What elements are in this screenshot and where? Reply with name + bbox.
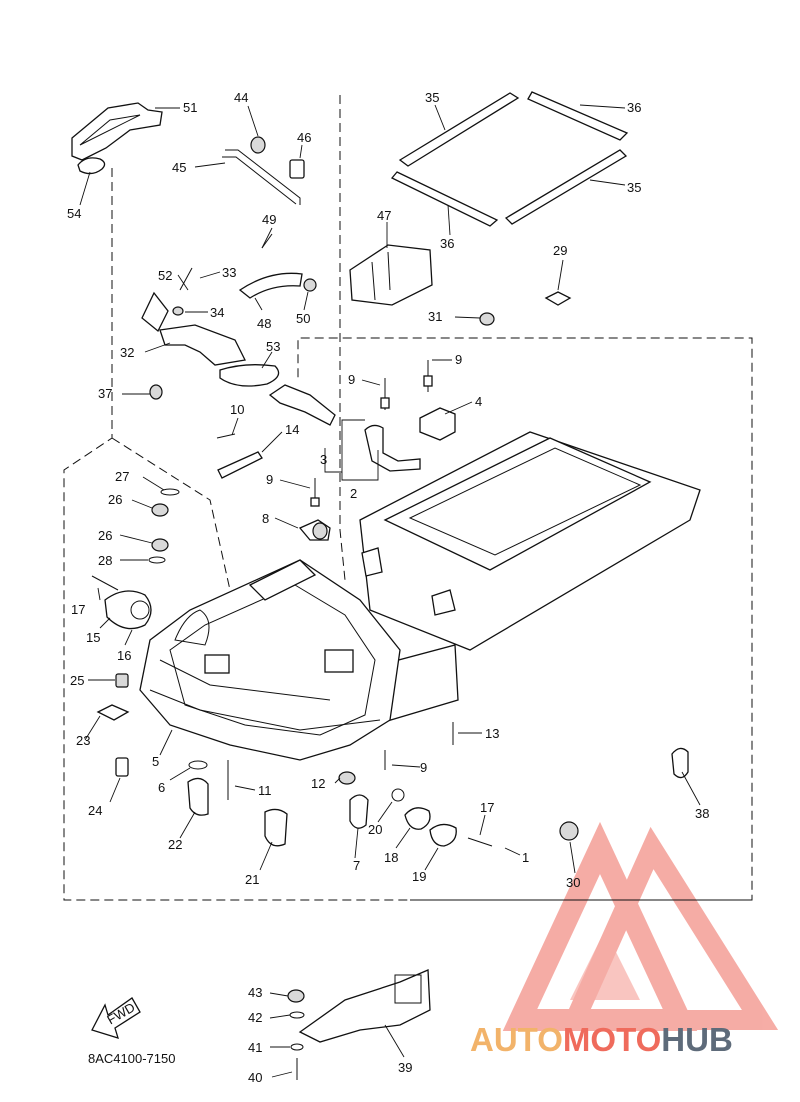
callout-26-b: 26 [98, 528, 112, 543]
callout-6: 6 [158, 780, 165, 795]
callout-45: 45 [172, 160, 186, 175]
callout-10: 10 [230, 402, 244, 417]
callout-38: 38 [695, 806, 709, 821]
watermark-hub: HUB [661, 1021, 733, 1058]
callout-34: 34 [210, 305, 224, 320]
callout-54: 54 [67, 206, 81, 221]
watermark-logo [502, 821, 779, 1031]
callout-16: 16 [117, 648, 131, 663]
callout-29: 29 [553, 243, 567, 258]
callout-43: 43 [248, 985, 262, 1000]
callout-37: 37 [98, 386, 112, 401]
callout-labels: 51 54 44 46 45 35 36 35 36 47 29 49 52 3… [67, 90, 709, 1085]
callout-9-c: 9 [266, 472, 273, 487]
part-35-36-rails [390, 91, 629, 227]
callout-30: 30 [566, 875, 580, 890]
small-parts-left [91, 488, 180, 777]
callout-21: 21 [245, 872, 259, 887]
fwd-arrow-icon: FWD [91, 997, 141, 1039]
small-parts-bottom [187, 722, 689, 847]
callout-35-top: 35 [425, 90, 439, 105]
part-45-rod [222, 136, 305, 205]
part-47-block [349, 244, 433, 306]
callout-50: 50 [296, 311, 310, 326]
callout-13: 13 [485, 726, 499, 741]
dashed-outlines [63, 95, 753, 901]
callout-27: 27 [115, 469, 129, 484]
callout-46: 46 [297, 130, 311, 145]
main-frame [139, 431, 701, 761]
callout-36-right: 36 [627, 100, 641, 115]
part-32-plate [141, 233, 317, 387]
leader-lines [79, 104, 701, 1078]
callout-3: 3 [320, 452, 327, 467]
callout-25: 25 [70, 673, 84, 688]
callout-18: 18 [384, 850, 398, 865]
callout-5: 5 [152, 754, 159, 769]
part-51-bracket [71, 102, 163, 175]
svg-text:AUTOMOTOHUB: AUTOMOTOHUB [470, 1021, 733, 1058]
callout-23: 23 [76, 733, 90, 748]
callout-14: 14 [285, 422, 299, 437]
part-29-pad [479, 291, 572, 326]
callout-11: 11 [258, 783, 272, 798]
callout-17-left: 17 [71, 602, 85, 617]
watermark-auto: AUTO [470, 1021, 563, 1058]
callout-19: 19 [412, 869, 426, 884]
callout-4: 4 [475, 394, 482, 409]
callout-1: 1 [522, 850, 529, 865]
callout-20: 20 [368, 822, 382, 837]
callout-9-b: 9 [348, 372, 355, 387]
callout-12: 12 [311, 776, 325, 791]
callout-48: 48 [257, 316, 271, 331]
callout-52: 52 [158, 268, 172, 283]
callout-40: 40 [248, 1070, 262, 1085]
callout-32: 32 [120, 345, 134, 360]
callout-26-a: 26 [108, 492, 122, 507]
callout-33: 33 [222, 265, 236, 280]
callout-36-bottom: 36 [440, 236, 454, 251]
callout-39: 39 [398, 1060, 412, 1075]
callout-42: 42 [248, 1010, 262, 1025]
callout-2: 2 [350, 486, 357, 501]
callout-9-d: 9 [420, 760, 427, 775]
callout-47: 47 [377, 208, 391, 223]
callout-8: 8 [262, 511, 269, 526]
callout-35-right: 35 [627, 180, 641, 195]
callout-53: 53 [266, 339, 280, 354]
callout-31: 31 [428, 309, 442, 324]
callout-41: 41 [248, 1040, 262, 1055]
callout-7: 7 [353, 858, 360, 873]
diagram-code: 8AC4100-7150 [88, 1051, 175, 1066]
callout-17-right: 17 [480, 800, 494, 815]
part-8-bushing [298, 519, 331, 541]
callout-24: 24 [88, 803, 102, 818]
callout-15: 15 [86, 630, 100, 645]
callout-28: 28 [98, 553, 112, 568]
callout-22: 22 [168, 837, 182, 852]
callout-49: 49 [262, 212, 276, 227]
callout-51: 51 [183, 100, 197, 115]
callout-44: 44 [234, 90, 248, 105]
watermark-text: AUTOMOTOHUB [470, 1021, 733, 1058]
callout-9-a: 9 [455, 352, 462, 367]
watermark-moto: MOTO [563, 1021, 661, 1058]
part-3-bracket [268, 384, 456, 472]
